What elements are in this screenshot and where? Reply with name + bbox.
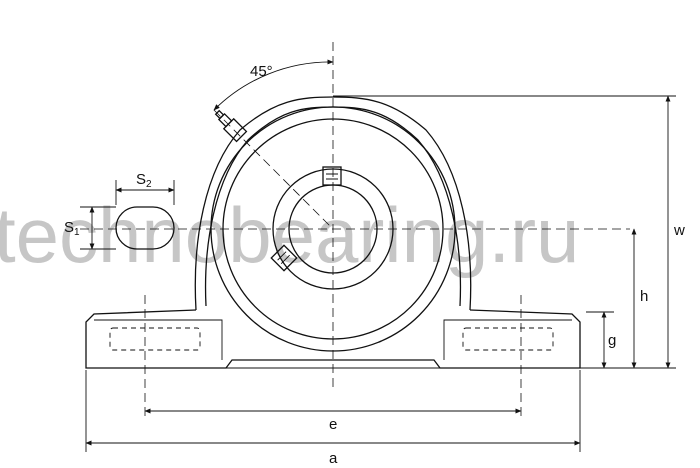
slot-detail [115,206,175,250]
g-label: g [608,332,616,349]
w-label: w [673,222,685,239]
dimension-lines [85,59,671,446]
a-label: a [329,450,338,467]
e-label: e [329,416,337,433]
grease-nipple [214,109,248,143]
s2-label: S2 [136,171,152,190]
angle-dimension-arc [213,59,334,111]
angle-label: 45° [250,63,273,80]
set-screw-top [322,166,342,186]
s1-label: S1 [64,219,80,238]
dimension-labels: 45° S2 S1 w h g e a [64,63,685,467]
set-screw-left [270,244,298,272]
centerlines [80,42,630,420]
h-label: h [640,288,648,305]
